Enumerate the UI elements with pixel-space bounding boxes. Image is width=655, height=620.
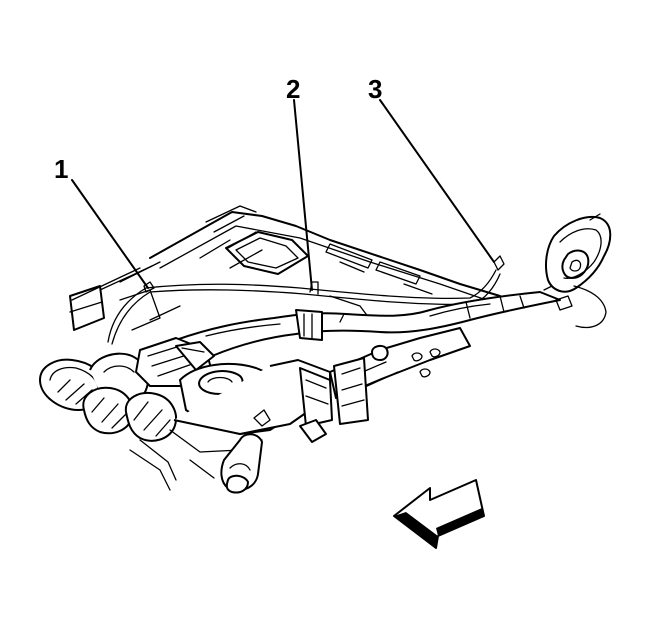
floor-pan xyxy=(69,205,501,331)
callout-2: 2 xyxy=(286,74,300,104)
front-direction-arrow-icon xyxy=(393,479,485,549)
muffler-cluster xyxy=(39,337,215,442)
callout-1: 1 xyxy=(54,154,68,184)
leader-line-3 xyxy=(379,99,495,263)
frame-rail xyxy=(129,327,471,494)
leader-line-2 xyxy=(293,99,313,291)
callout-3: 3 xyxy=(368,74,382,104)
callout-leaders xyxy=(71,99,495,291)
exhaust-pipe xyxy=(175,291,561,357)
tailpipe-hanger xyxy=(543,213,612,329)
leader-line-1 xyxy=(71,179,149,289)
